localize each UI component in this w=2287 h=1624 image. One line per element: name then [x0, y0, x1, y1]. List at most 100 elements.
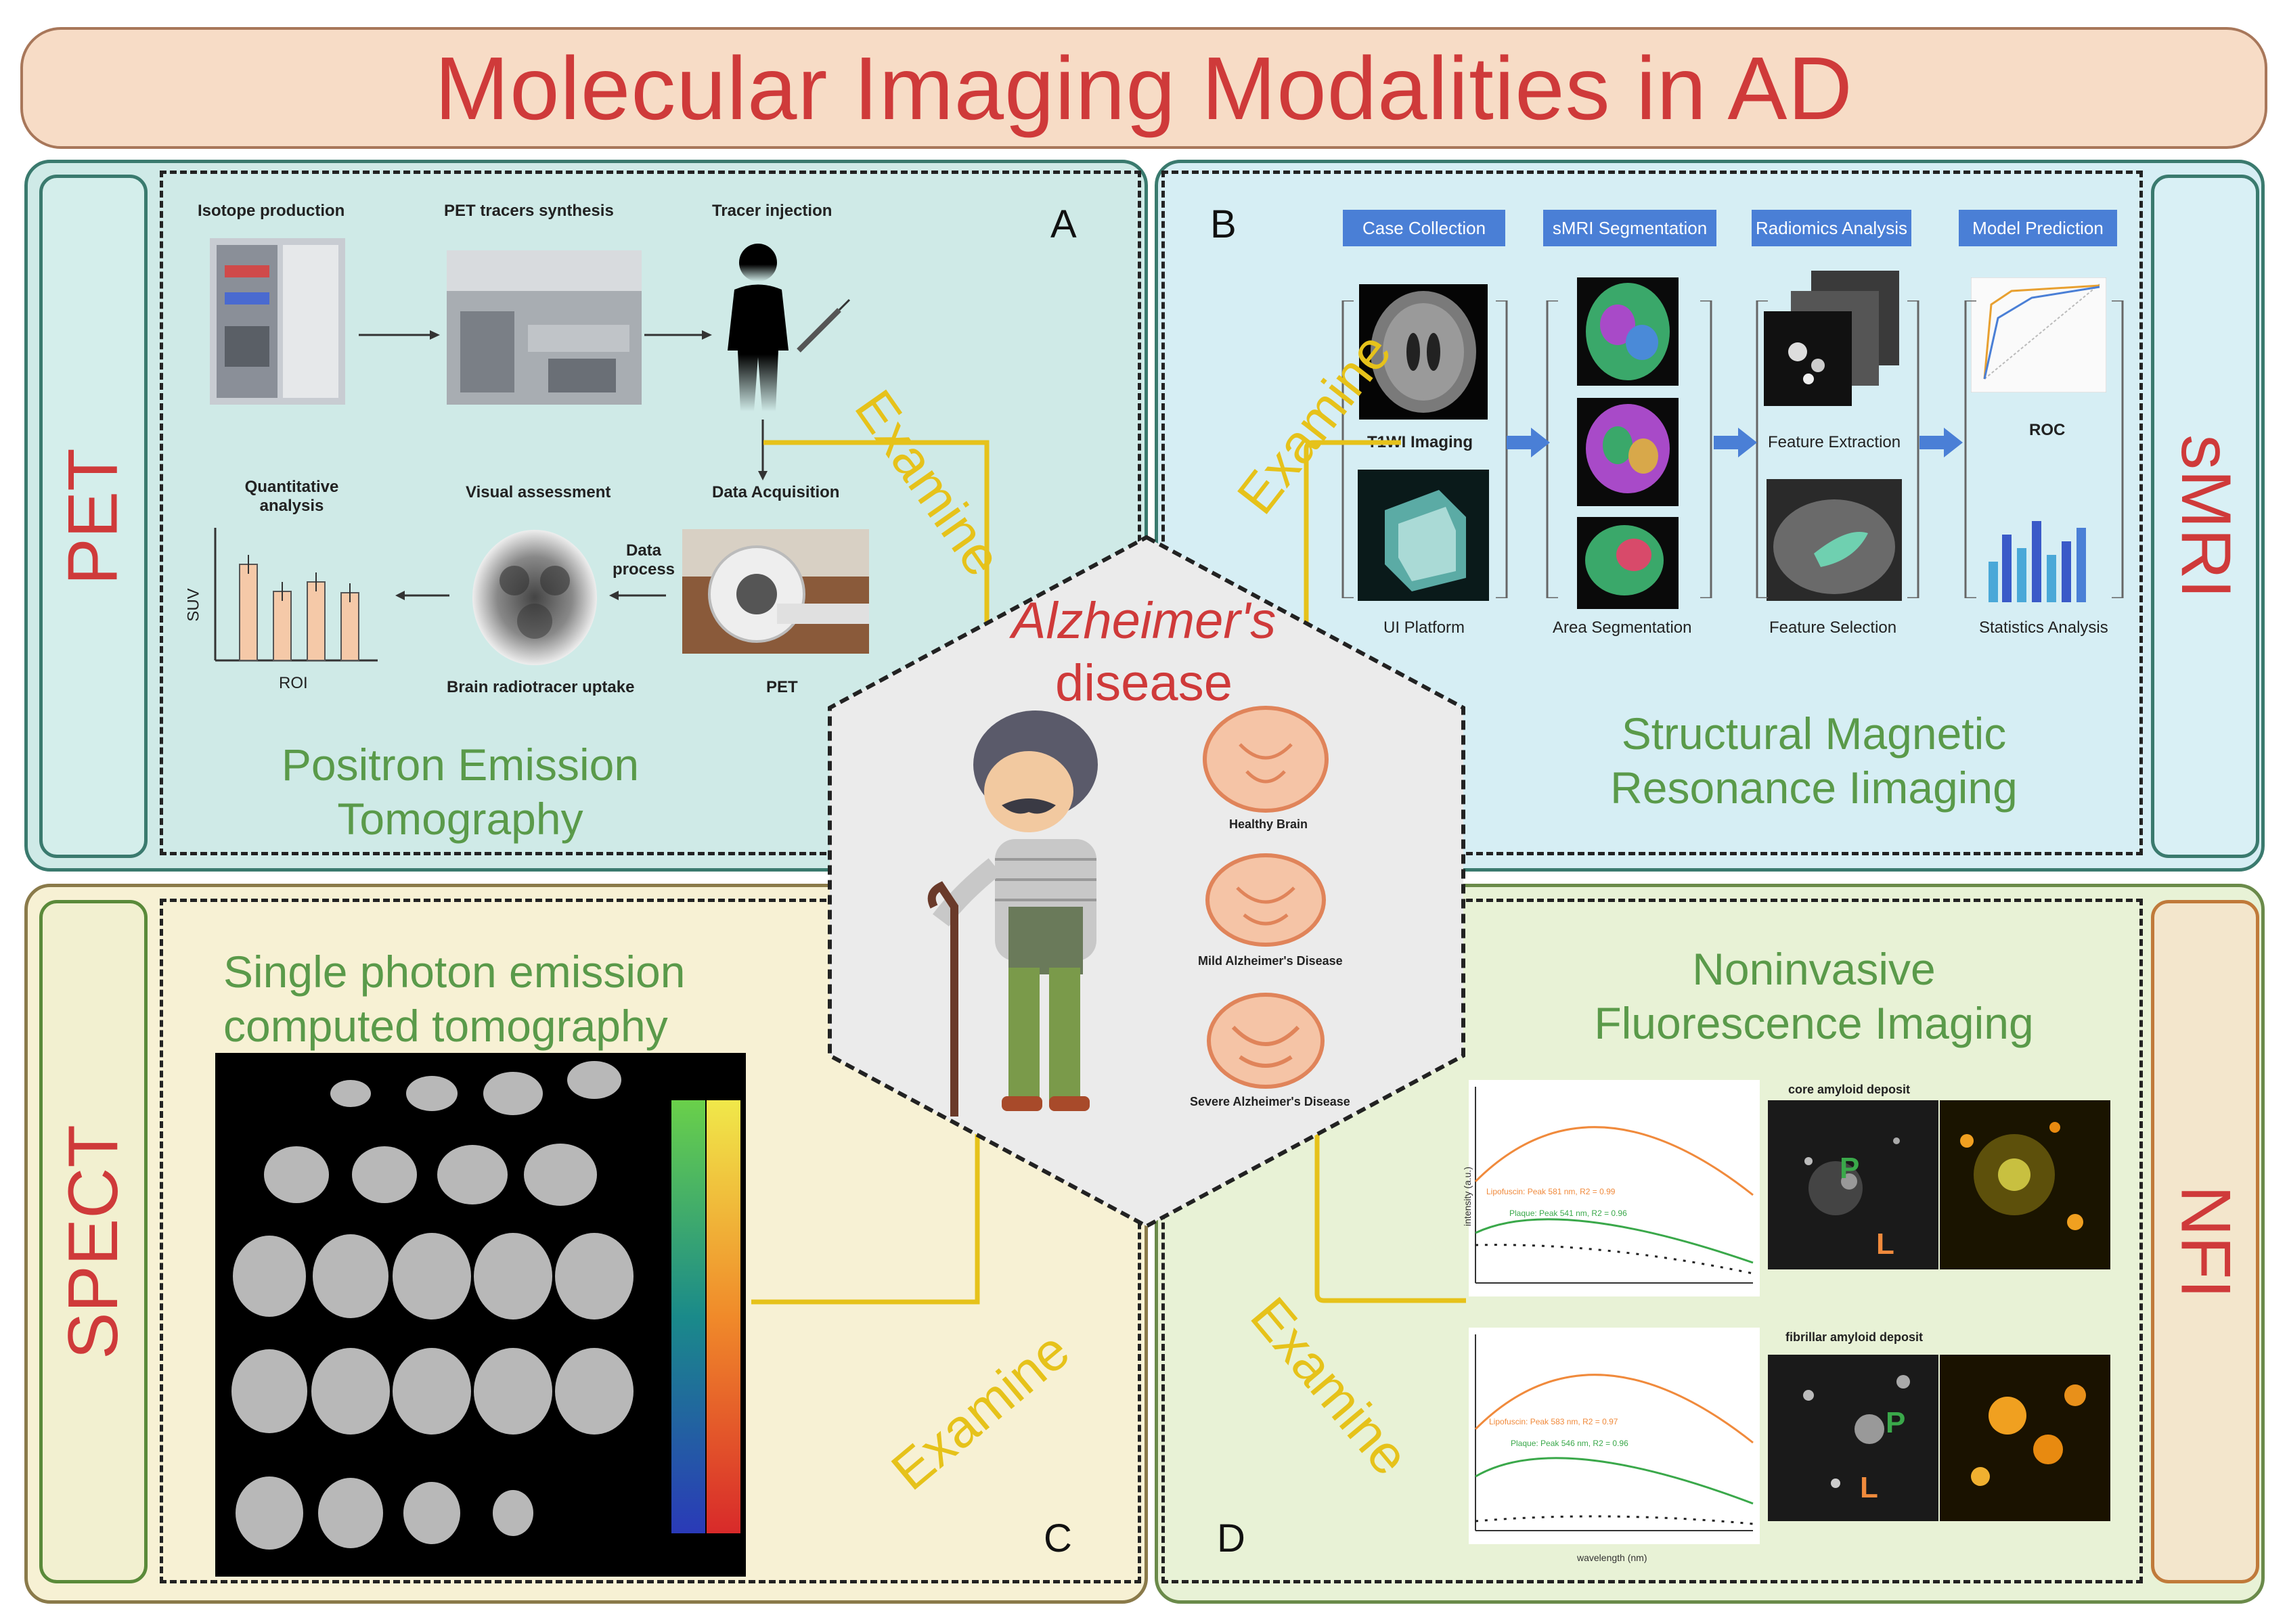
blue-arrow-1-icon	[1507, 428, 1550, 457]
pet-caption-line1: Positron Emission	[281, 740, 640, 790]
quantitative-analysis-label: Quantitative analysis	[244, 478, 339, 515]
center-title-line2: disease	[1055, 654, 1233, 712]
fit-label-1: Lipofuscin: Peak 581 nm, R2 = 0.99	[1486, 1187, 1616, 1196]
smri-panel-border	[1161, 171, 2143, 855]
severe-ad-brain-image	[1207, 993, 1325, 1089]
nfi-panel-letter: D	[1217, 1516, 1245, 1560]
core-grayscale-image	[1768, 1100, 1938, 1269]
mild-ad-brain-image	[1205, 853, 1326, 947]
spect-tab: SPECT	[39, 900, 148, 1583]
ui-platform-label: UI Platform	[1383, 618, 1465, 637]
arrow-5-icon	[395, 591, 449, 600]
fit-label-2: Plaque: Peak 541 nm, R2 = 0.96	[1509, 1209, 1627, 1218]
human-silhouette-image	[728, 244, 851, 411]
healthy-brain-label: Healthy Brain	[1229, 817, 1308, 831]
pet-tab: PET	[39, 175, 148, 858]
uptake-label: Brain radiotracer uptake	[447, 678, 635, 696]
roc-chart	[1971, 277, 2106, 392]
step-case-collection: Case Collection	[1343, 210, 1505, 246]
segmentation-sagittal-image	[1577, 517, 1679, 609]
data-process-label: Data process	[612, 541, 675, 579]
spect-slices-image	[215, 1053, 746, 1577]
mild-ad-brain-label: Mild Alzheimer's Disease	[1198, 954, 1343, 968]
wavelength-axis-label: wavelength (nm)	[1577, 1552, 1647, 1563]
center-title-line1: Alzheimer's	[1011, 592, 1276, 650]
suv-bar-chart	[214, 528, 378, 662]
spectrum-plot-top	[1469, 1080, 1760, 1296]
feature-extraction-label: Feature Extraction	[1768, 433, 1901, 451]
fibrillar-grayscale-image	[1768, 1355, 1938, 1521]
arrow-1-icon	[359, 330, 440, 340]
core-fluorescence-image	[1940, 1100, 2110, 1269]
step-model-prediction: Model Prediction	[1959, 210, 2117, 246]
brain-uptake-image	[472, 530, 597, 665]
pet-image-label: PET	[766, 678, 798, 696]
statistics-bar-chart	[1989, 521, 2086, 602]
title-banner: Molecular Imaging Modalities in AD	[20, 27, 2267, 149]
nfi-caption-line2: Fluorescence Imaging	[1594, 998, 2034, 1048]
step-smri-segmentation: sMRI Segmentation	[1543, 210, 1716, 246]
visual-assessment-label: Visual assessment	[466, 483, 611, 501]
arrow-2-icon	[644, 330, 712, 340]
segmentation-bracket	[1546, 300, 1712, 598]
pet-panel-border	[160, 171, 1141, 855]
pet-panel-letter: A	[1050, 202, 1077, 246]
fibrillar-l-label: L	[1860, 1471, 1878, 1504]
fibrillar-p-label: P	[1886, 1406, 1906, 1439]
smri-tab-label: sMRI	[2166, 434, 2245, 599]
pet-caption-line2: Tomography	[337, 794, 583, 844]
spect-tab-label: SPECT	[53, 1124, 133, 1359]
arrow-4-icon	[609, 591, 666, 600]
blue-arrow-2-icon	[1714, 428, 1757, 457]
lab-image	[447, 250, 642, 405]
isotope-production-label: Isotope production	[198, 202, 345, 220]
pet-scanner-image	[682, 529, 869, 654]
healthy-brain-image	[1203, 706, 1329, 813]
fit-label-4: Plaque: Peak 546 nm, R2 = 0.96	[1511, 1439, 1628, 1448]
core-p-label: P	[1840, 1152, 1860, 1185]
page-title: Molecular Imaging Modalities in AD	[435, 38, 1853, 138]
ui-platform-image	[1358, 470, 1489, 601]
severe-ad-brain-label: Severe Alzheimer's Disease	[1190, 1095, 1350, 1108]
pet-caption: Positron Emission Tomography	[223, 738, 697, 846]
smri-caption: Structural Magnetic Resonance Iimaging	[1557, 706, 2071, 815]
core-l-label: L	[1876, 1227, 1894, 1261]
center-title: Alzheimer's disease	[975, 590, 1313, 715]
spectrum-plot-bottom	[1469, 1328, 1760, 1544]
elderly-man-illustration	[927, 710, 1098, 1116]
smri-panel-letter: B	[1210, 202, 1237, 246]
fibrillar-amyloid-label: fibrillar amyloid deposit	[1785, 1330, 1924, 1344]
spect-caption-line1: Single photon emission	[223, 947, 686, 997]
smri-caption-line1: Structural Magnetic	[1621, 708, 2007, 759]
arrow-3-icon	[758, 420, 768, 480]
fit-label-3: Lipofuscin: Peak 583 nm, R2 = 0.97	[1489, 1417, 1618, 1426]
blue-arrow-3-icon	[1919, 428, 1963, 457]
tracer-injection-label: Tracer injection	[712, 202, 832, 220]
nfi-tab: NFI	[2151, 900, 2259, 1583]
spect-caption-line2: computed tomography	[223, 1001, 668, 1051]
data-acquisition-label: Data Acquisition	[712, 483, 840, 501]
nfi-caption: Noninvasive Fluorescence Imaging	[1557, 942, 2071, 1050]
nfi-tab-label: NFI	[2166, 1185, 2245, 1299]
statistics-label: Statistics Analysis	[1979, 618, 2108, 637]
segmentation-axial-image	[1577, 277, 1679, 386]
fibrillar-fluorescence-image	[1940, 1355, 2110, 1521]
roc-label: ROC	[2029, 421, 2066, 439]
core-amyloid-label: core amyloid deposit	[1788, 1083, 1911, 1096]
area-segmentation-label: Area Segmentation	[1553, 618, 1692, 637]
segmentation-coronal-image	[1577, 398, 1679, 506]
radiomics-bracket	[1756, 300, 1919, 598]
feature-extraction-image	[1764, 271, 1899, 406]
prediction-bracket	[1964, 300, 2124, 598]
feature-selection-label: Feature Selection	[1769, 618, 1897, 637]
smri-caption-line2: Resonance Iimaging	[1610, 763, 2018, 813]
tracer-synthesis-label: PET tracers synthesis	[444, 202, 614, 220]
feature-selection-image	[1767, 479, 1902, 601]
step-radiomics-analysis: Radiomics Analysis	[1752, 210, 1911, 246]
smri-tab: sMRI	[2151, 175, 2259, 858]
spect-panel-border	[160, 899, 1141, 1583]
t1-mri-image	[1359, 284, 1488, 420]
suv-axis-label: SUV	[184, 588, 203, 622]
nfi-panel-border	[1161, 899, 2143, 1583]
spect-panel-letter: C	[1044, 1516, 1072, 1560]
